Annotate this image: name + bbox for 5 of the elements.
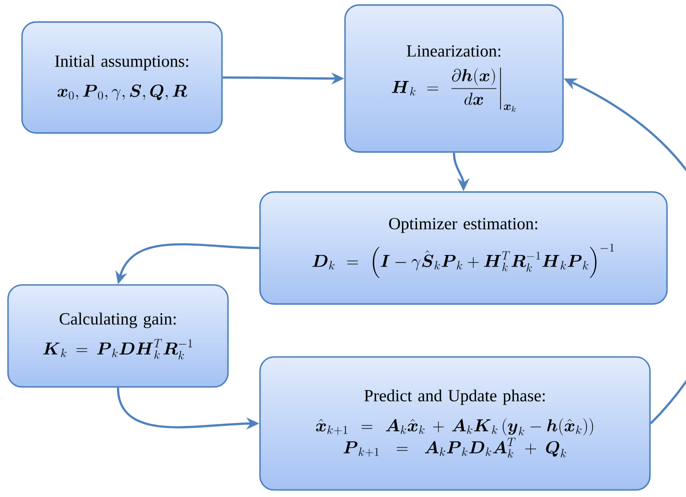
- process-box: Linearization: $\boldsymbol{H}_k = \left.\frac{\partial \boldsymbol{h}(\boldsymbol{x})}{d\boldsymbol{x}}\right|_{\boldsymbol{x}_k}$: [344, 4, 564, 153]
- process-box: Calculating gain: $\boldsymbol{K}_k = \boldsymbol{P}_k \boldsymbol{D} \boldsymbol{H}_k^T \boldsymbol{R}_k^{-1}$: [7, 284, 229, 388]
- process-box: Optimizer estimation: $\boldsymbol{D}_k = \left(\boldsymbol{I} - \gamma \hat{\boldsymbol{S}}_k \boldsymbol{P}_k + \boldsymbol{H}_k^T \boldsymbol{R}_k^{-1} \boldsymbol{H}_k \boldsymbol{P}_k\right)^{-1}$: [259, 191, 668, 305]
- process-box: Initial assumptions: $\boldsymbol{x}_0, \boldsymbol{P}_0, \gamma, \boldsymbol{S}, \boldsymbol{Q}, \boldsymbol{R}$: [21, 21, 223, 134]
- process-box: Predict and Update phase: $\hat{\boldsymbol{x}}_{k+1} = \boldsymbol{A}_k \hat{\boldsymbol{x}}_k + \boldsymbol{A}_k \boldsymbol{K}_k \left(\boldsymbol{y}_k - \boldsymbol{h}(\hat{\boldsymbol{x}}_k)\right)$ $\boldsymbol{P}_{k+1} = \boldsymbol{A}_k \boldsymbol{P}_k \boldsymbol{D}_k \boldsymbol{A}_k^T + \boldsymbol{Q}_k$: [259, 356, 651, 491]
